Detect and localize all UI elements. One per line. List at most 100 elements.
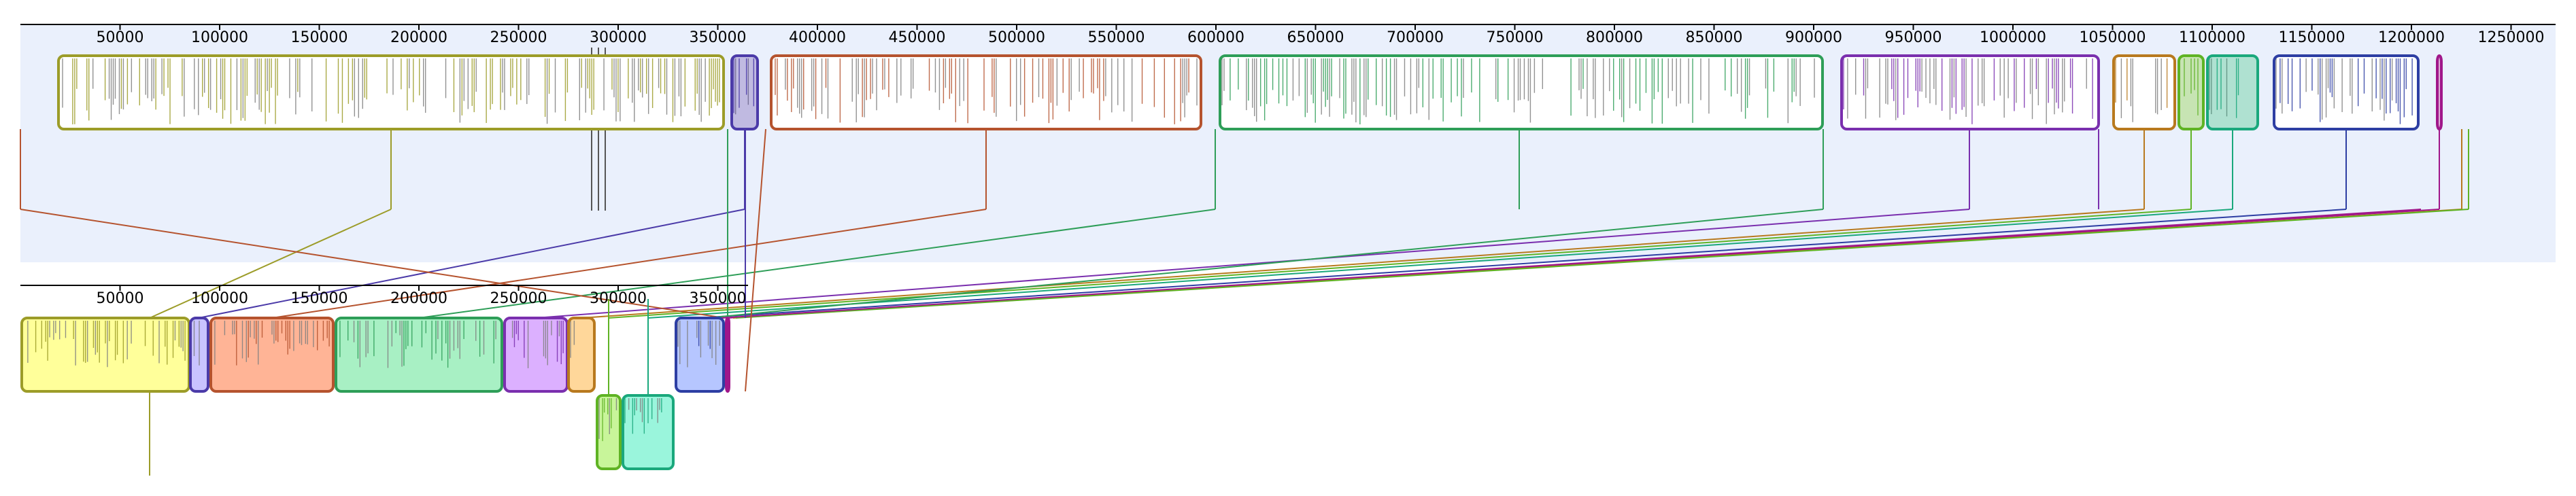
block-outline (725, 317, 730, 393)
block-outline (209, 317, 335, 393)
block-fill (771, 56, 1201, 129)
g1-block-purple[interactable] (730, 54, 759, 130)
g2-block-violet[interactable] (503, 317, 569, 393)
block-outline (2206, 54, 2259, 130)
genome-1-tick-label: 1150000 (2279, 29, 2345, 46)
block-outline (2273, 54, 2420, 130)
g2-block-magenta[interactable] (725, 317, 730, 393)
block-outline (2436, 54, 2443, 130)
connector-line (271, 209, 987, 319)
genome-2-tick-label: 350000 (690, 290, 747, 307)
connector-line (149, 209, 392, 319)
g1-block-violet[interactable] (1840, 54, 2100, 130)
g2-block-purple[interactable] (189, 317, 209, 393)
connector-line (647, 209, 2233, 319)
block-shade (732, 56, 758, 129)
block-fill (2207, 56, 2258, 129)
g1-block-magenta[interactable] (2436, 54, 2443, 130)
block-outline (730, 54, 759, 130)
genome-1-tick-label: 1050000 (2080, 29, 2146, 46)
block-fill (58, 56, 724, 129)
genome-1-tick-label: 1200000 (2378, 29, 2445, 46)
genome-1-tick-label: 250000 (490, 29, 547, 46)
block-shade (2179, 56, 2203, 129)
g1-block-olive[interactable] (57, 54, 725, 130)
block-outline (2112, 54, 2176, 130)
block-fill (1842, 56, 2099, 129)
block-fill (1220, 56, 1823, 129)
connector-line (535, 209, 1970, 319)
genome-1-tick-label: 950000 (1885, 29, 1942, 46)
genome-1-tick-label: 650000 (1287, 29, 1344, 46)
genome-1-tick-label: 900000 (1785, 29, 1842, 46)
block-outline (1219, 54, 1824, 130)
block-fill (211, 318, 333, 391)
genome-1-tick-label: 1100000 (2179, 29, 2245, 46)
block-fill (569, 318, 594, 391)
genome-1-tick-label: 750000 (1487, 29, 1544, 46)
genome-1-tick-label: 200000 (390, 29, 447, 46)
connector-line (198, 209, 745, 319)
genome-1-tick-label: 1250000 (2478, 29, 2545, 46)
connector-line (581, 209, 2145, 319)
g1-block-teal[interactable] (2206, 54, 2259, 130)
block-outline (1840, 54, 2100, 130)
genome-2-tick-label: 100000 (191, 290, 248, 307)
genome-1-tick-label: 400000 (789, 29, 846, 46)
g2-block-blue[interactable] (675, 317, 725, 393)
genome-1-ruler-ticks: 50000 100000 150000 200000 250000 300000 35000… (97, 24, 2545, 46)
block-fill (22, 318, 189, 391)
genome-1-tick-label: 450000 (889, 29, 946, 46)
connector-line (20, 209, 725, 319)
block-outline (2177, 54, 2205, 130)
genome-1-tick-label: 850000 (1686, 29, 1743, 46)
g1-block-orange[interactable] (2112, 54, 2176, 130)
block-outline (335, 317, 503, 393)
genome-1-tick-label: 100000 (191, 29, 248, 46)
block-shade (2207, 56, 2258, 129)
block-fill (732, 56, 758, 129)
block-outline (189, 317, 209, 393)
genome-2-tick-label: 200000 (390, 290, 447, 307)
g2-block-orange[interactable] (567, 317, 596, 393)
block-fill (2114, 56, 2175, 129)
genome-1-tick-label: 800000 (1586, 29, 1643, 46)
block-fill (623, 395, 673, 469)
g2-block-rust[interactable] (209, 317, 335, 393)
genome-2-tick-label: 300000 (590, 290, 647, 307)
alignment-blocks (20, 54, 2443, 470)
genome-1-tick-label: 550000 (1088, 29, 1145, 46)
g2-block-olive[interactable] (20, 317, 190, 393)
genome-1-tick-label: 700000 (1387, 29, 1444, 46)
genome-1-tick-label: 600000 (1187, 29, 1244, 46)
genome-1-tick-label: 500000 (988, 29, 1045, 46)
genome-1-tick-label: 300000 (590, 29, 647, 46)
block-outline (675, 317, 725, 393)
g1-block-green[interactable] (1219, 54, 1824, 130)
g2-block-green[interactable] (335, 317, 503, 393)
block-outline (596, 394, 622, 470)
genome-2-tick-label: 150000 (291, 290, 348, 307)
block-fill (676, 318, 724, 391)
block-outline (567, 317, 596, 393)
genome-1-tick-label: 150000 (291, 29, 348, 46)
g1-block-blue[interactable] (2273, 54, 2420, 130)
g2-block-lime[interactable] (596, 394, 622, 470)
genome-2-tick-label: 250000 (490, 290, 547, 307)
genome-1-tick-label: 50000 (97, 29, 144, 46)
block-outline (622, 394, 675, 470)
connector-line (418, 209, 1216, 319)
g2-block-teal[interactable] (622, 394, 675, 470)
g1-block-lime[interactable] (2177, 54, 2205, 130)
genome-1-tick-label: 350000 (690, 29, 747, 46)
block-outline (770, 54, 1202, 130)
g1-block-rust[interactable] (770, 54, 1202, 130)
connector-line (699, 209, 2347, 319)
block-outline (57, 54, 725, 130)
connector-line (608, 209, 2192, 319)
connector-line (720, 209, 2422, 319)
connector-line (707, 209, 1824, 319)
connector-line (735, 209, 2469, 319)
